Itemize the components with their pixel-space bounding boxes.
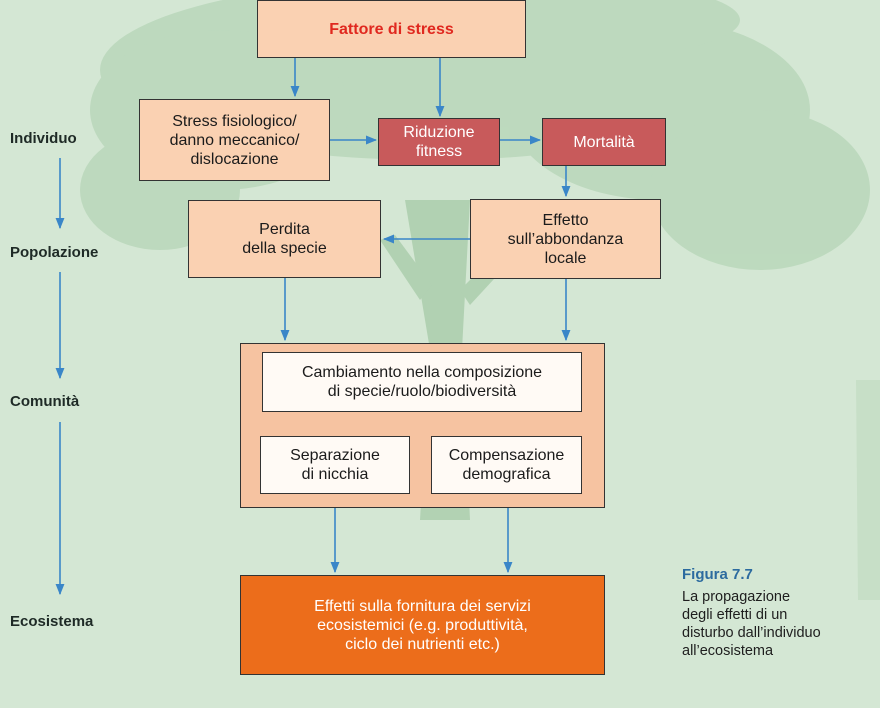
- demographic-line-1: Compensazione: [448, 447, 565, 464]
- species-loss-box: Perdita della specie: [188, 200, 381, 278]
- fitness-reduction-box: Riduzione fitness: [378, 118, 500, 166]
- abundance-line-2: sull’abbondanza: [507, 230, 624, 248]
- composition-line-2: di specie/ruolo/biodiversità: [327, 383, 517, 400]
- ecosystem-line-3: ciclo dei nutrienti etc.): [345, 635, 500, 653]
- composition-line-1: Cambiamento nella composizione: [301, 364, 543, 381]
- level-ecosistema: Ecosistema: [10, 613, 94, 630]
- abundance-line-3: locale: [544, 249, 587, 267]
- species-loss-line-2: della specie: [242, 240, 327, 257]
- figure-caption: La propagazione degli effetti di un dist…: [682, 588, 878, 660]
- caption-line-2: degli effetti di un: [682, 607, 788, 623]
- demographic-compensation-box: Compensazione demografica: [431, 436, 582, 494]
- ecosystem-effects-box: Effetti sulla fornitura dei servizi ecos…: [240, 575, 605, 675]
- niche-separation-box: Separazione di nicchia: [260, 436, 410, 494]
- figure-caption-title: Figura 7.7: [682, 566, 753, 583]
- caption-line-3: disturbo dall’individuo: [682, 625, 821, 641]
- physiological-line-1: Stress fisiologico/: [172, 112, 297, 130]
- ecosystem-line-1: Effetti sulla fornitura dei servizi: [314, 597, 531, 615]
- fitness-line-2: fitness: [415, 143, 463, 160]
- stress-factor-box: Fattore di stress: [257, 0, 526, 58]
- physiological-line-3: dislocazione: [190, 150, 279, 168]
- level-comunita: Comunità: [10, 393, 80, 410]
- mortality-box: Mortalità: [542, 118, 666, 166]
- niche-line-1: Separazione: [290, 447, 380, 464]
- species-loss-line-1: Perdita: [259, 221, 310, 238]
- level-popolazione: Popolazione: [10, 244, 99, 261]
- fitness-line-1: Riduzione: [403, 124, 475, 141]
- level-individuo: Individuo: [10, 130, 77, 147]
- physiological-line-2: danno meccanico/: [169, 131, 300, 149]
- ecosystem-line-2: ecosistemici (e.g. produttività,: [317, 616, 528, 634]
- abundance-line-1: Effetto: [542, 211, 589, 229]
- demographic-line-2: demografica: [462, 466, 551, 483]
- caption-line-4: all’ecosistema: [682, 643, 774, 659]
- physiological-stress-box: Stress fisiologico/ danno meccanico/ dis…: [139, 99, 330, 181]
- niche-line-2: di nicchia: [301, 466, 369, 483]
- abundance-effect-box: Effetto sull’abbondanza locale: [470, 199, 661, 279]
- caption-line-1: La propagazione: [682, 589, 791, 605]
- composition-change-box: Cambiamento nella composizione di specie…: [262, 352, 582, 412]
